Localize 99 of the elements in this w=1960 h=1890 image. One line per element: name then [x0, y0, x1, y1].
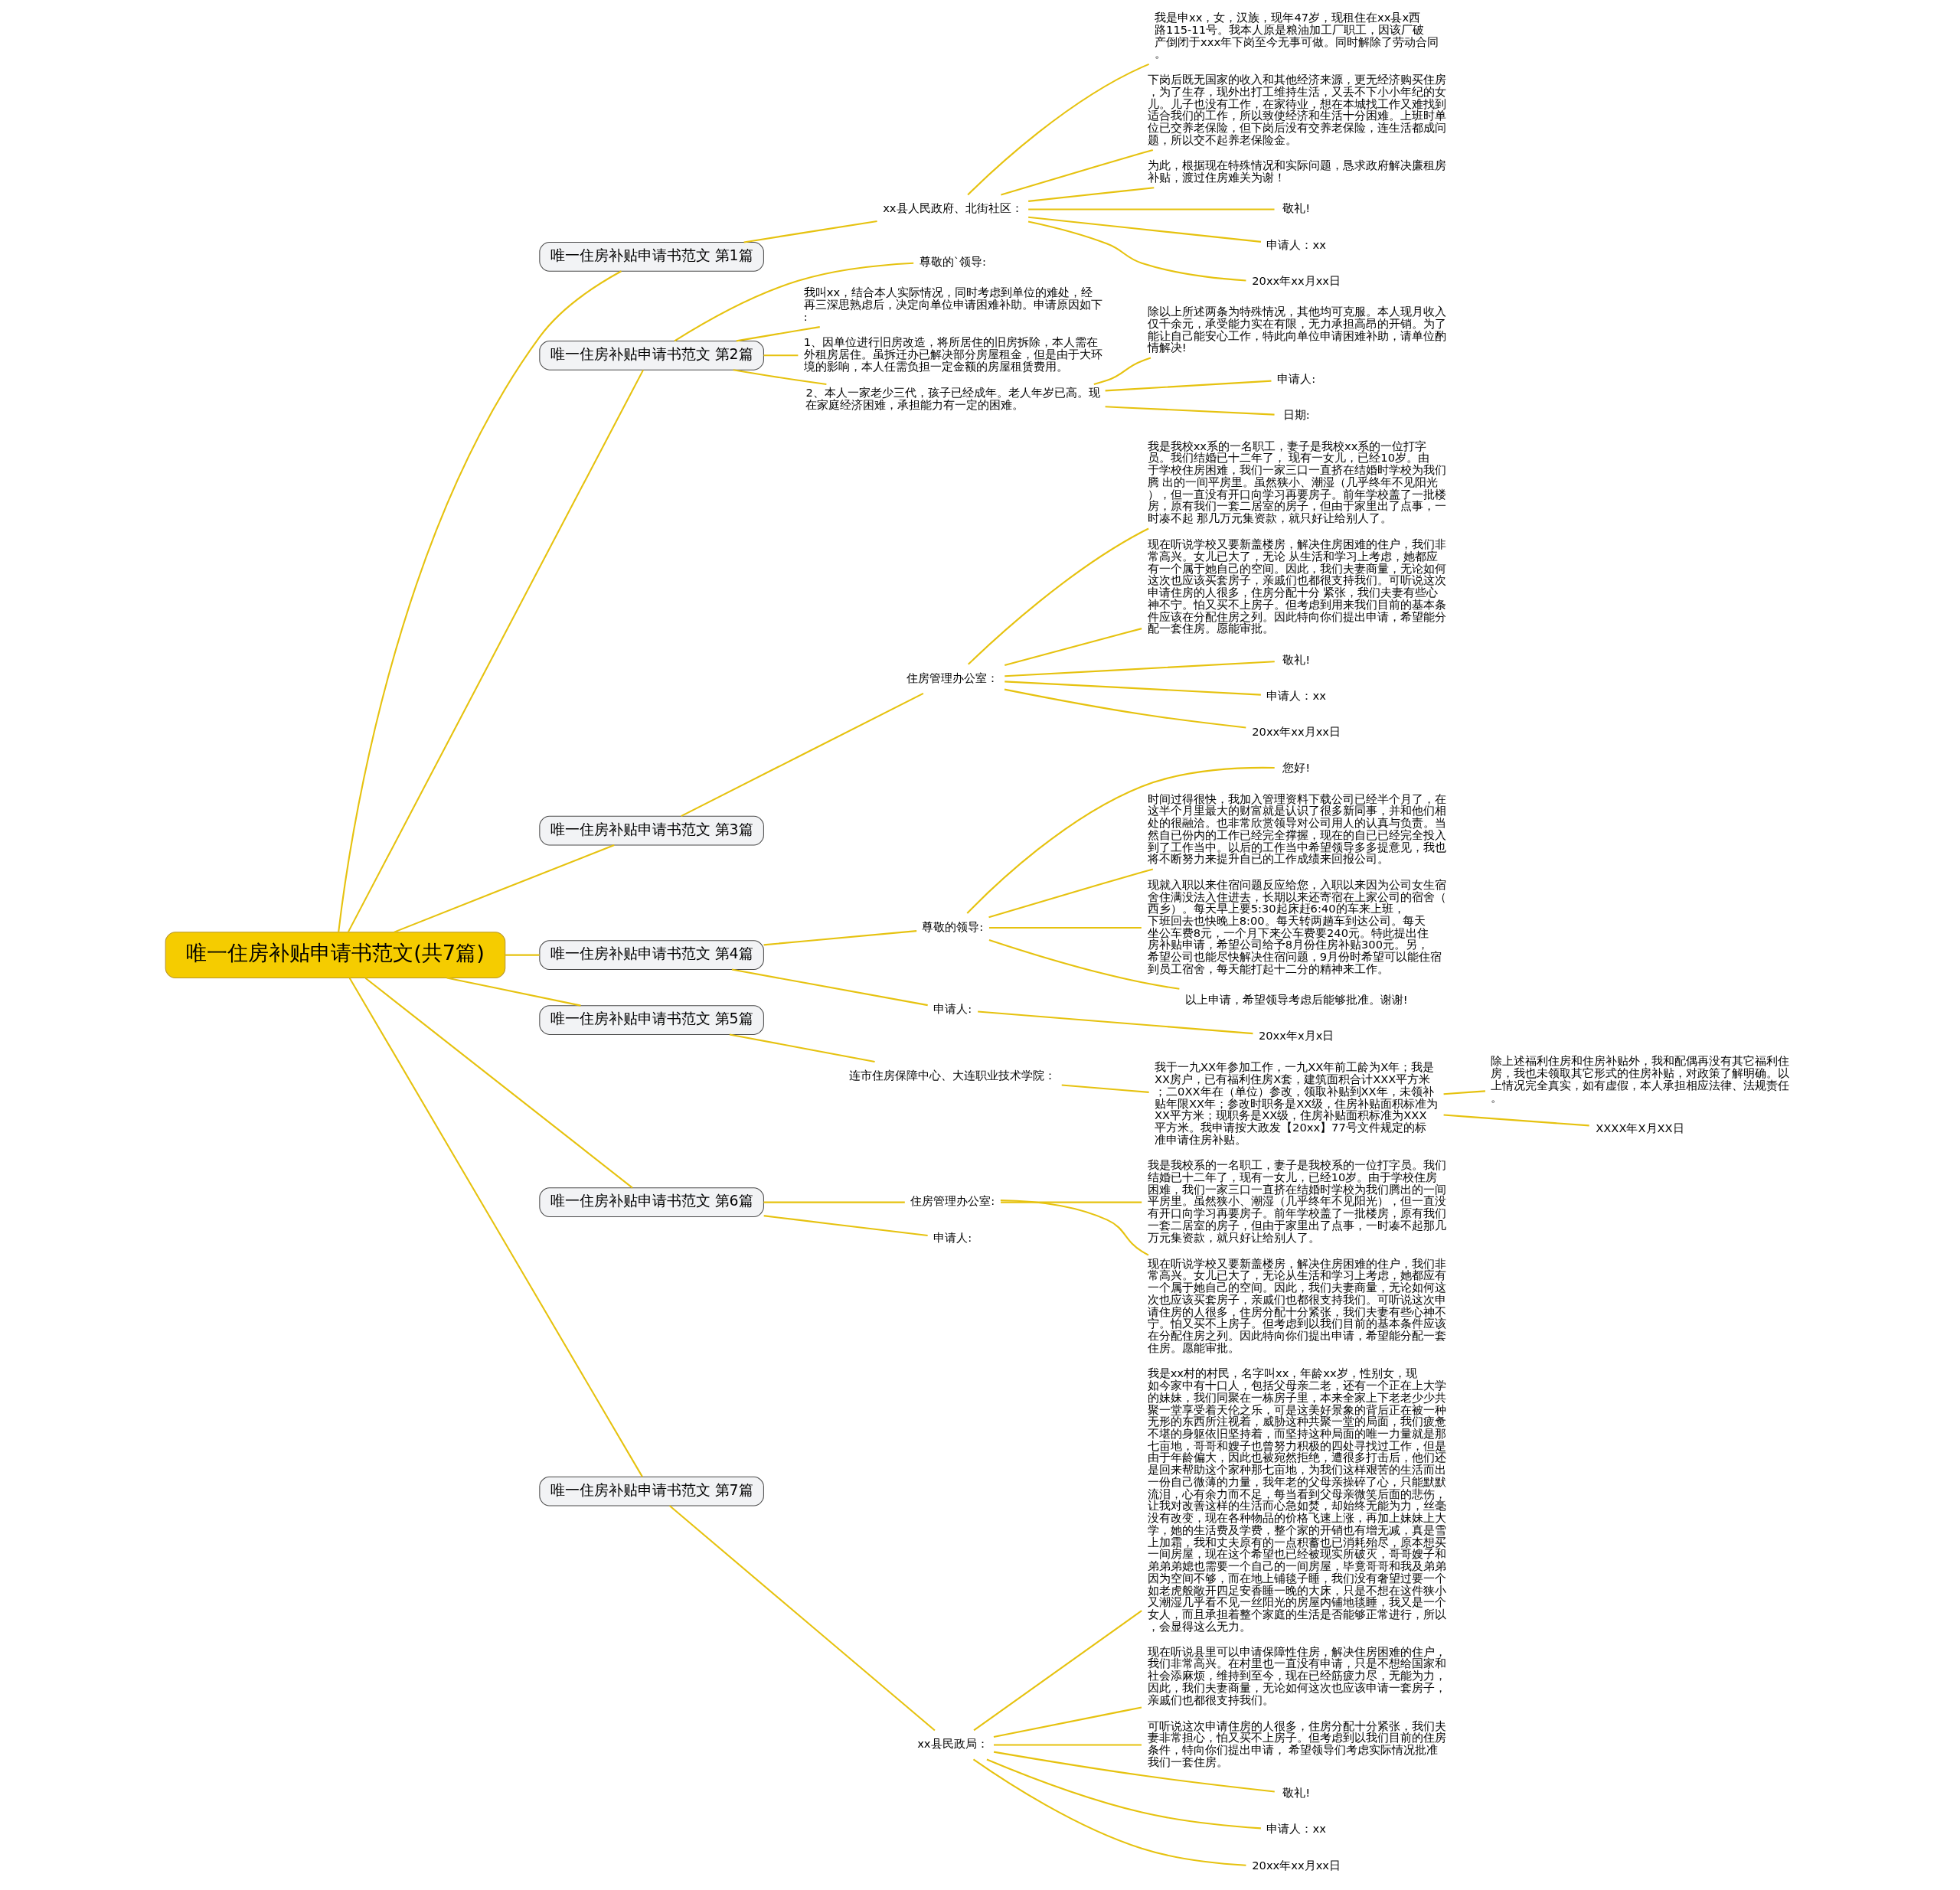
- connector: [338, 270, 622, 932]
- connector: [364, 977, 633, 1189]
- connector: [988, 868, 1154, 919]
- connector: [743, 220, 877, 243]
- node-text: 20xx年x月x日: [1258, 1029, 1334, 1043]
- connector: [348, 978, 643, 1477]
- node-text: 申请人：xx: [1266, 237, 1326, 251]
- connector: [763, 1201, 905, 1203]
- connector: [1028, 216, 1262, 243]
- node-text: 20xx年xx月xx日: [1252, 1858, 1341, 1872]
- connector: [736, 326, 820, 342]
- node-text: 现在听说县里可以申请保障性住房，解决住房困难的住户，我们非常高兴。在村里也一直没有申请，只是不想给国家和社会添麻烦，维持到至今，现在已经筋疲力尽，无能为力，因此，我们夫妻商量，无论如何这次也应该申请一套房子，亲戚们也都很支持我们。: [1147, 1644, 1446, 1706]
- connector: [1105, 380, 1272, 392]
- connector: [763, 930, 917, 946]
- connector: [988, 926, 1142, 929]
- connector: [1000, 1200, 1149, 1256]
- node-text: 申请人:: [1277, 371, 1316, 385]
- node-text: 尊敬的`领导:: [919, 254, 986, 268]
- connector: [1061, 1084, 1149, 1093]
- node-text: xx县民政局：: [917, 1737, 988, 1751]
- connector: [1027, 220, 1246, 282]
- node-text: 20xx年xx月xx日: [1252, 725, 1341, 739]
- connector: [733, 369, 827, 386]
- connector: [668, 1505, 936, 1732]
- connector: [1028, 208, 1275, 211]
- node-text: 除以上所述两条为特殊情况，其他均可克服。本人现月收入仅千余元，承受能力实在有限，无力承担高昂的开销。为了能让自己能安心工作，特此向单位申请困难补助，请单位酌情解决!: [1147, 305, 1446, 354]
- node-box: 唯一住房补贴申请书范文(共7篇): [165, 932, 506, 978]
- node-text: 我于一九XX年参加工作，一九XX年前工龄为X年；我是XX房户，已有福利住房X套，建筑面积合计XXX平方米；二0XX年在（单位）参改，领取补贴到XX年，未领补贴年限XX年；参改时职务是XX级，住房补贴面积标准为XX平方米；现职务是XX级，住房补贴面积标准为XXX平方米。我申请按大政发【20xx】77号文件规定的标准申请住房补贴。: [1155, 1060, 1439, 1146]
- node-text: 敬礼!: [1282, 652, 1311, 666]
- connector: [763, 354, 799, 357]
- node-text: 2、本人一家老少三代，孩子已经成年。老人年岁已高。现在家庭经济困难，承担能力有一定的困难。: [805, 385, 1100, 411]
- connector: [1001, 1201, 1142, 1203]
- node-text: 您好!: [1282, 761, 1311, 775]
- node-text: 下岗后既无国家的收入和其他经济来源，更无经济购买住房，为了生存，现外出打工维持生活，又丢不下小小年纪的女儿。儿子也没有工作，在家待业，想在本城找工作又难找到适合我们的工作，所以致使经济和生活十分困难。上班时单位已交养老保险，但下岗后没有交养老保险，连生活都成问题，所以交不起养老保险金。: [1147, 73, 1446, 146]
- connector: [1028, 187, 1155, 202]
- node-text: 申请人:: [933, 1230, 972, 1244]
- node-text: 1、因单位进行旧房改造，将所居住的旧房拆除，本人需在外租房居住。虽拆迁办已解决部分房屋租金，但是由于大环境的影响，本人任需负担一定金额的房屋租赁费用。: [803, 335, 1102, 373]
- connector: [674, 262, 914, 342]
- node-text: 我是我校系的一名职工，妻子是我校系的一位打字员。我们结婚已十二年了，现有一女儿，已经10岁。由于学校住房困难，我们一家三口一直挤在结婚时学校为我们腾出的一间平房里。虽然狭小、潮湿（几乎终年不见阳光），但一直没有开口向学习再要房子。前年学校盖了一批楼房，原有我们一套二居室的房子，但由于家里出了点事，一时凑不起那几万元集资款，就只好让给别人了。: [1147, 1158, 1446, 1244]
- node-text: 申请人:: [933, 1001, 972, 1015]
- node-text: 敬礼!: [1282, 1786, 1311, 1800]
- node-text: 住房管理办公室:: [910, 1194, 995, 1208]
- connector: [1093, 357, 1152, 385]
- node-text: 时间过得很快，我加入管理资料下载公司已经半个月了，在这半个月里最大的财富就是认识了很多新同事，并和他们相处的很融洽。也非常欣赏领导对公司用人的认真与负责。当然自已份内的工作已经完全撑握，现在的自已已经完全投入到了工作当中。以后的工作当中希望领导多多提意见，我也将不断努力来提升自已的工作成绩来回报公司。: [1147, 792, 1446, 866]
- connector: [681, 692, 924, 817]
- connector: [1004, 661, 1275, 677]
- node-box: 唯一住房补贴申请书范文 第5篇: [539, 1005, 764, 1035]
- node-box: 唯一住房补贴申请书范文 第2篇: [539, 340, 764, 370]
- connector: [1004, 628, 1142, 666]
- connector: [967, 63, 1150, 196]
- node-box: 唯一住房补贴申请书范文 第7篇: [539, 1476, 764, 1506]
- node-text: 我叫xx，结合本人实际情况，同时考虑到单位的难处，经再三深思熟虑后，决定向单位申请困难补助。申请原因如下:: [803, 286, 1102, 323]
- connector: [1443, 1114, 1589, 1127]
- node-text: 现就入职以来住宿问题反应给您，入职以来因为公司女生宿舍住满没法入住进去，长期以来还寄宿在上家公司的宿舍（西乡）。每天早上要5:30起床赶6:40的车来上班，下班回去也快晚上8:00。每天转两趟车到达公司。每天坐公车费8元，一个月下来公车费要240元。特此提出住房补贴申请，希望公司给予8月份住房补贴300元。另，希望公司也能尽快解决住宿问题，9月份时希望可以能住宿到员工宿舍，每天能打起十二分的精神来工作。: [1147, 877, 1446, 975]
- node-text: 尊敬的领导:: [922, 919, 984, 933]
- connector: [505, 954, 540, 956]
- node-text: 为此，根据现在特殊情况和实际问题，恳求政府解决廉租房补贴，渡过住房难关为谢！: [1147, 158, 1446, 184]
- node-text: 我是申xx，女，汉族，现年47岁，现租住在xx县x西路115-11号。我本人原是粮油加工厂职工，因该厂破产倒闭于xxx年下岗至今无事可做。同时解除了劳动合同。: [1155, 11, 1439, 60]
- node-box: 唯一住房补贴申请书范文 第6篇: [539, 1187, 764, 1217]
- node-box: 唯一住房补贴申请书范文 第4篇: [539, 940, 764, 970]
- connector: [988, 938, 1180, 990]
- connector: [1105, 406, 1275, 416]
- connector: [993, 1706, 1142, 1738]
- connector: [973, 1610, 1142, 1732]
- connector: [1443, 1090, 1486, 1095]
- connector: [1001, 149, 1154, 196]
- connector: [394, 844, 615, 933]
- connector: [978, 1010, 1253, 1035]
- connector: [993, 1744, 1142, 1746]
- node-text: 现在听说学校又要新盖楼房，解决住房困难的住户，我们非常高兴。女儿已大了，无论 从生活和学习上考虑，她都应有一个属于她自己的空间。因此，我们夫妻商量，无论如何这次也应该买套房子，亲戚们也都很支持我们。可听说这次申请住房的人很多，住房分配十分 紧张，我们夫妻有些心神不宁。怕又买不上房子。但考虑到用来我们目前的基本条件应该在分配住房之列。因此特向你们提出申请，希望能分配一套住房。愿能审批。: [1147, 537, 1446, 635]
- node-text: 我是xx村的村民，名字叫xx，年龄xx岁，性别女，现如今家中有十口人，包括父母亲二老，还有一个正在上大学的妹妹，我们同聚在一栋房子里，本来全家上下老老少少共聚一堂享受着天伦之乐，可是这美好景象的背后正在被一种无形的东西所注视着，威胁这种共聚一堂的局面，我们疲惫不堪的身躯依旧坚持着，而坚持这种局面的唯一力量就是那七亩地，哥哥和嫂子也曾努力积极的四处寻找过工作，但是由于年龄偏大，因此也被宛然拒绝，遭很多打击后，他们还是回来帮助这个家种那七亩地，为我们这样艰苦的生活而出一份自己微薄的力量，我年老的父母亲操碎了心，只能默默流泪，心有余力而不足，每当看到父母亲微笑后面的悲伤，让我对改善这样的生活而心急如焚，却始终无能为力，丝毫没有改变，现在各种物品的价格飞速上涨，再加上妹妹上大学，她的生活费及学费，整个家的开销也有增无减，真是雪上加霜，我和丈夫原有的一点积蓄也已消耗殆尽，原本想买一间房屋，现在这个希望也已经被现实所破灭，哥哥嫂子和弟弟弟媳也需要一个自己的一间房屋，毕竟哥哥和我及弟弟因为空间不够，而在地上铺毯子睡，我们没有奢望过要一个如老虎般敞开四足安香睡一晚的大床，只是不想在这件狭小又潮湿几乎看不见一丝阳光的房屋内铺地毯睡，我又是一个女人，而且承担着整个家庭的生活是否能够正常进行，所以，会显得这么无力。: [1147, 1366, 1446, 1633]
- node-text: 连市住房保障中心、大连职业技术学院：: [849, 1068, 1057, 1082]
- connector: [966, 766, 1275, 914]
- connector: [972, 1758, 1246, 1866]
- node-text: 现在听说学校又要新盖楼房，解决住房困难的住户，我们非常高兴。女儿已大了，无论从生活和学习上考虑，她都应有一个属于她自己的空间。因此，我们夫妻商量，无论如何这次也应该买套房子，亲戚们也都很支持我们。可听说这次申请住房的人很多，住房分配十分紧张，我们夫妻有些心神不宁。怕又买不上房子。但考虑到以我们目前的基本条件应该在分配住房之列。因此特向你们提出申请，希望能分配一套住房。愿能审批。: [1147, 1256, 1446, 1354]
- connector: [729, 1033, 875, 1063]
- connector: [993, 1751, 1275, 1793]
- connector: [1004, 681, 1261, 696]
- connector: [1004, 688, 1246, 729]
- connector: [446, 977, 581, 1007]
- connector: [731, 968, 928, 1007]
- node-text: 申请人：xx: [1266, 688, 1326, 702]
- node-text: 除上述福利住房和住房补贴外，我和配偶再没有其它福利住房，我也未领取其它形式的住房补贴，对政策了解明确。以上情况完全真实，如有虚假，本人承担相应法律、法规责任。: [1491, 1054, 1790, 1104]
- connector: [763, 1215, 928, 1237]
- node-text: 我是我校xx系的一名职工，妻子是我校xx系的一位打字员。我们结婚已十二年了， 现有一女儿，已经10岁。由于学校住房困难，我们一家三口一直挤在结婚时学校为我们腾 出的一间平房里。虽然狭小、潮湿（几乎终年不见阳光），但一直没有开口向学习再要房子。前年学校盖了一批楼房，原有我们一套二居室的房子，但由于家里出了点事，一时凑不起 那几万元集资款，就只好让给别人了。: [1147, 439, 1446, 525]
- node-text: xx县人民政府、北街社区：: [883, 201, 1023, 215]
- node-text: XXXX年X月XX日: [1596, 1121, 1684, 1135]
- node-text: 可听说这次申请住房的人很多，住房分配十分紧张，我们夫妻非常担心，怕又买不上房子。但考虑到以我们目前的住房条件，特向你们提出申请， 希望领导们考虑实际情况批准我们一套住房。: [1147, 1719, 1446, 1768]
- node-box: 唯一住房补贴申请书范文 第3篇: [539, 815, 764, 846]
- node-text: 日期:: [1282, 407, 1310, 421]
- node-text: 申请人：xx: [1266, 1822, 1326, 1836]
- node-box: 唯一住房补贴申请书范文 第1篇: [539, 241, 764, 272]
- node-text: 敬礼!: [1282, 201, 1311, 215]
- connector: [968, 527, 1149, 665]
- node-text: 以上申请，希望领导考虑后能够批准。谢谢!: [1184, 993, 1408, 1007]
- node-text: 住房管理办公室：: [906, 671, 999, 684]
- connector: [986, 1758, 1261, 1830]
- node-text: 20xx年xx月xx日: [1252, 273, 1341, 287]
- connector: [347, 369, 644, 932]
